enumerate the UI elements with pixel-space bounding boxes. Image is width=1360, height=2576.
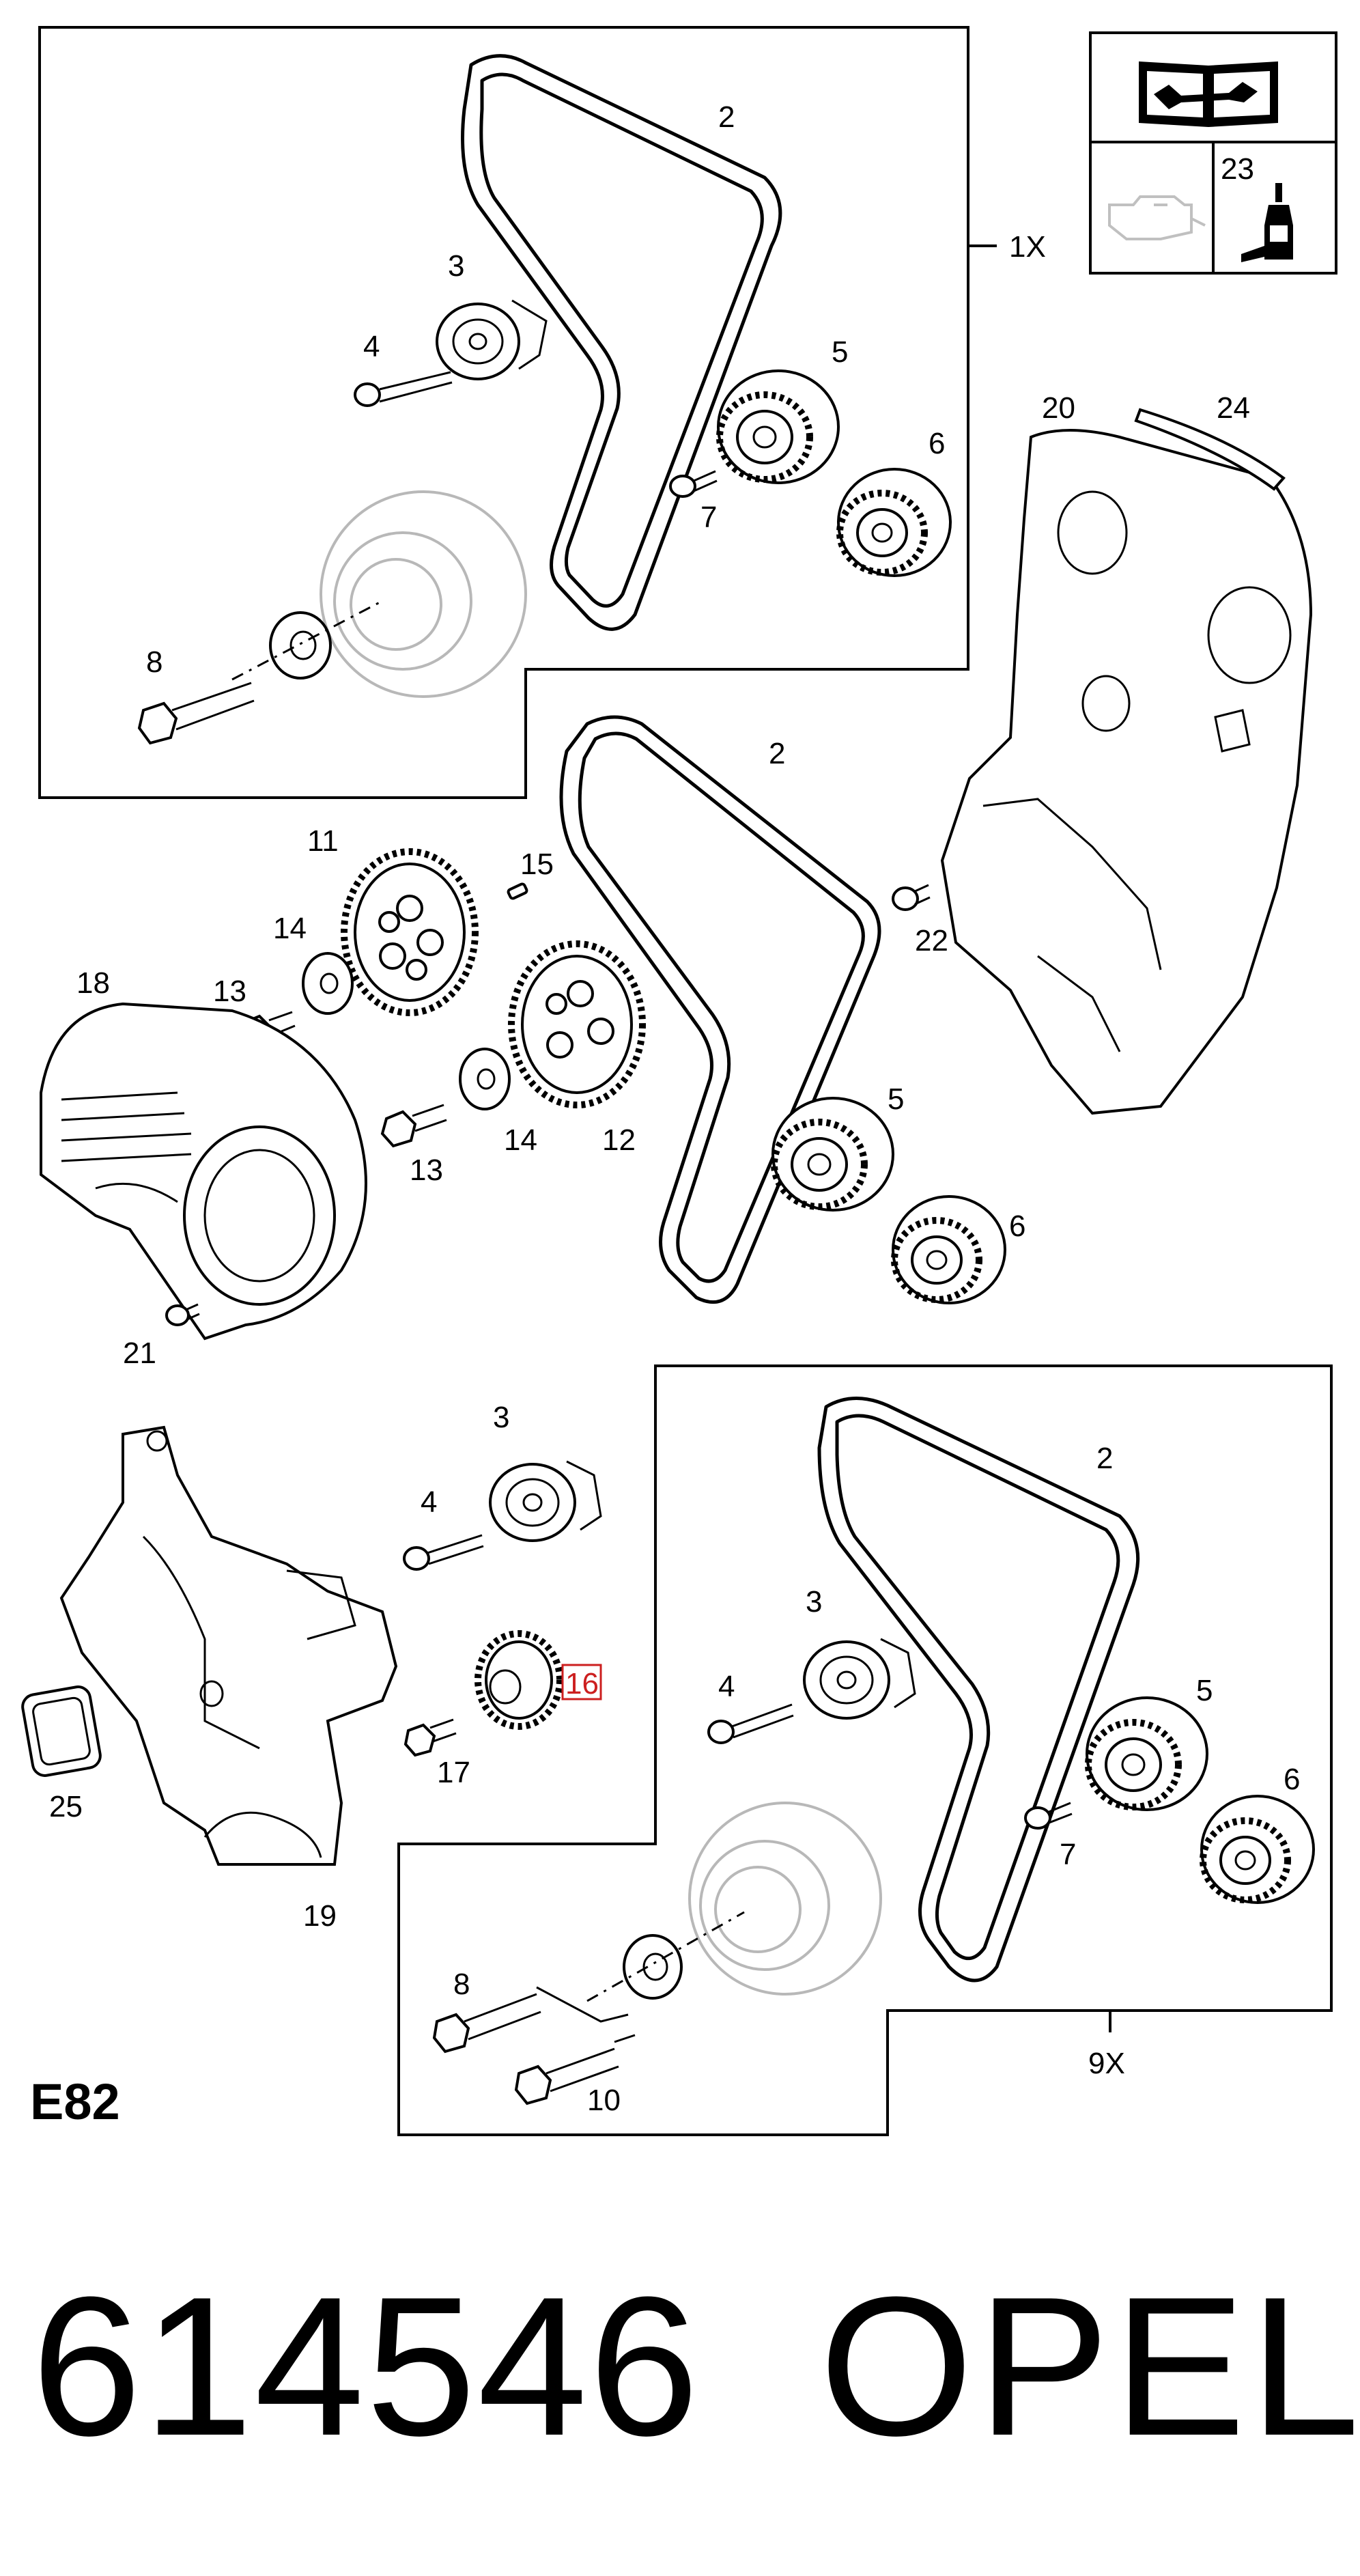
seal-strip-24 (1134, 408, 1286, 491)
idler-pulley-5-middle (771, 1097, 894, 1212)
crank-washer (269, 611, 332, 680)
callout-8-bottom: 8 (453, 1968, 470, 2001)
crank-bolt (137, 682, 255, 745)
tensioner-pulley-bottom (803, 1638, 916, 1720)
callout-4-bottom: 4 (718, 1670, 735, 1703)
callout-12: 12 (602, 1123, 636, 1157)
crankshaft-sprocket-bottom (688, 1802, 882, 1996)
lubricant-bottle-icon (1241, 183, 1293, 262)
idler-pulley-6-middle (891, 1195, 1006, 1304)
callout-10-bottom: 10 (587, 2084, 621, 2117)
callout-14b: 14 (504, 1123, 537, 1157)
callout-16-highlight-box (561, 1664, 602, 1700)
idler-pulley-5-bottom (1085, 1696, 1208, 1811)
callout-2: 2 (718, 100, 735, 134)
crank-washer-bottom (623, 1934, 683, 2000)
brand-name: OPEL (819, 2256, 1360, 2477)
callout-7-bottom: 7 (1060, 1838, 1076, 1871)
idler-bolt-bottom (1024, 1802, 1073, 1830)
callout-13a: 13 (213, 975, 246, 1008)
service-manual-icon (1139, 61, 1278, 127)
qty-bottom: 9X (1088, 2047, 1125, 2080)
callout-14a: 14 (273, 912, 307, 945)
callout-11: 11 (307, 824, 339, 858)
part-number: 614546 (31, 2256, 700, 2477)
callout-7: 7 (700, 501, 717, 534)
callout-2-middle: 2 (769, 737, 785, 770)
idler-bolt (669, 470, 718, 498)
rear-cover-20 (940, 429, 1313, 1115)
legend-box: 23 (1089, 31, 1337, 275)
camshaft-gear-12 (508, 940, 646, 1108)
callout-6-middle: 6 (1009, 1209, 1025, 1243)
tensioner-pulley-lower (489, 1460, 602, 1542)
callout-13b: 13 (410, 1153, 443, 1187)
callout-4: 4 (363, 330, 380, 363)
callout-3-lower: 3 (493, 1401, 509, 1434)
callout-22: 22 (915, 924, 948, 957)
woodruff-key (507, 882, 528, 900)
cover-bolt-21 (165, 1303, 200, 1326)
timing-belt (461, 54, 782, 631)
callout-23: 23 (1221, 152, 1254, 186)
engine-oil-icon (1108, 195, 1206, 240)
callout-6: 6 (929, 427, 945, 460)
idler-pulley-6-bottom (1200, 1795, 1315, 1904)
tensioner-bolt (354, 371, 453, 407)
timing-cover-18 (40, 1002, 367, 1341)
section-code: E82 (30, 2073, 120, 2130)
callout-3-bottom: 3 (806, 1585, 822, 1619)
timing-belt-middle (559, 715, 881, 1304)
callout-6-bottom: 6 (1284, 1763, 1300, 1796)
timing-belt-exploded-diagram: 23 1X (21, 26, 1337, 2136)
callout-2-bottom: 2 (1096, 1442, 1113, 1475)
front-cover-19 (59, 1425, 398, 1866)
cover-bolt-22 (892, 884, 931, 911)
tensioner-bolt-bottom (707, 1703, 794, 1744)
callout-4-lower: 4 (421, 1485, 437, 1519)
lower-left-assembly: 3 4 16 17 19 25 (21, 1401, 602, 1933)
tensioner-pulley (436, 299, 548, 380)
camshaft-bolt-13b (380, 1104, 447, 1148)
crankshaft-sprocket-16 (474, 1630, 563, 1730)
bottom-kit-box: 9X (397, 1364, 1333, 2136)
callout-25: 25 (49, 1790, 83, 1823)
callout-17: 17 (437, 1756, 470, 1789)
crank-bolt-10-bottom (514, 2034, 636, 2105)
callout-15: 15 (520, 848, 554, 881)
top-kit-box: 1X (38, 26, 1046, 799)
callout-19: 19 (303, 1899, 337, 1933)
callout-5-middle: 5 (888, 1082, 904, 1116)
callout-8: 8 (146, 645, 162, 679)
callout-5-bottom: 5 (1196, 1674, 1213, 1707)
qty-top: 1X (1009, 230, 1046, 264)
middle-assembly: 2 5 6 11 12 13 13 14 14 15 18 20 21 22 2… (40, 391, 1313, 1370)
callout-16: 16 (565, 1667, 599, 1700)
tensioner-bolt-lower (403, 1534, 484, 1571)
gasket-25 (21, 1685, 102, 1777)
callout-18: 18 (76, 966, 110, 1000)
crank-bolt-8-bottom (432, 1986, 629, 2054)
callout-21: 21 (123, 1336, 156, 1370)
crankshaft-sprocket (320, 490, 527, 698)
washer-14a (302, 952, 354, 1015)
washer-14b (459, 1048, 511, 1110)
timing-belt-bottom (817, 1397, 1140, 1983)
callout-5: 5 (832, 335, 848, 369)
callout-20: 20 (1042, 391, 1075, 425)
idler-pulley-6 (836, 468, 952, 577)
idler-pulley-5 (716, 369, 840, 484)
callout-3: 3 (448, 249, 464, 283)
callout-24: 24 (1217, 391, 1250, 425)
sprocket-bolt-17 (403, 1718, 457, 1757)
camshaft-gear-11 (341, 848, 479, 1016)
